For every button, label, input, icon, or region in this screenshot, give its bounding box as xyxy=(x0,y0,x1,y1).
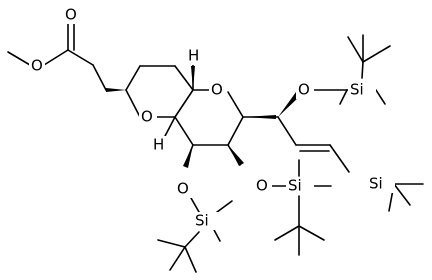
bond-o1-c2 xyxy=(125,89,141,118)
bond-tbu-left-1 xyxy=(157,239,186,248)
bond-tbu-left-3 xyxy=(184,246,197,273)
bond-c8a-h xyxy=(163,116,176,139)
wedge-c7-o xyxy=(228,145,244,166)
atom-labels: O O O O H H O Si Si O Si O Si xyxy=(29,6,395,230)
carbonyl-oxygen-label: O xyxy=(65,6,77,24)
bond-tbu-left-2 xyxy=(169,246,186,271)
stereo-wedges xyxy=(106,66,301,168)
bond-o5-c6 xyxy=(227,91,244,118)
bond-c4-c4a xyxy=(174,65,194,91)
hydrogen-lower-label: H xyxy=(153,136,164,154)
bond-tbu-c1-upper xyxy=(347,36,364,63)
bond-ch-vinyl xyxy=(277,116,297,146)
wedge-ch-o-upper xyxy=(278,92,301,117)
side-chain-oxygen-label: O xyxy=(298,81,310,99)
bond-o-si-left xyxy=(190,197,200,213)
bond-c6-c7 xyxy=(227,116,244,146)
ring-oxygen-right-label: O xyxy=(211,81,223,99)
ring-oxygen-left-label: O xyxy=(141,108,153,126)
wedge-c2-ch2 xyxy=(106,88,126,92)
silicon-middle-label: Si xyxy=(288,177,302,195)
bond-si-me-upper xyxy=(375,89,386,105)
bond-tbu-c3-upper xyxy=(362,45,391,63)
bond-si-tbu-upper xyxy=(361,61,364,79)
bond-si-me-left-2 xyxy=(212,227,221,242)
wedge-c8-o xyxy=(183,145,193,168)
hydrogen-upper-label: H xyxy=(188,47,199,65)
bond-si-me-upper-2 xyxy=(339,89,348,105)
bond-carbonyl-ch2 xyxy=(67,49,94,66)
wedge-c4a-h xyxy=(191,66,195,90)
bond-tbu-middle-1 xyxy=(274,225,300,241)
bond-ch2-sidechain xyxy=(92,64,107,91)
oxygen-middle-label: O xyxy=(256,177,268,195)
bond-vinyl-si xyxy=(329,144,350,173)
bond-c2-c3 xyxy=(125,65,141,91)
bond-methyl-o xyxy=(7,51,31,66)
bond-lines xyxy=(7,21,424,273)
bond-o-carbonyl-c xyxy=(43,49,69,66)
silicon-upper-right-label: Si xyxy=(350,81,364,99)
ester-oxygen-label: O xyxy=(31,57,43,75)
silicon-left-label: Si xyxy=(195,212,209,230)
silicon-trimethyl-label: Si xyxy=(369,175,383,193)
bond-si-tbu-left xyxy=(184,231,200,248)
wedge-c6-ch xyxy=(243,115,276,119)
bond-c8-c8a xyxy=(174,116,194,146)
bond-tms-me-1 xyxy=(393,183,411,206)
bond-c4a-c8a xyxy=(174,89,194,118)
oxygen-left-label: O xyxy=(177,180,189,198)
bond-tbu-middle-3 xyxy=(298,225,325,241)
